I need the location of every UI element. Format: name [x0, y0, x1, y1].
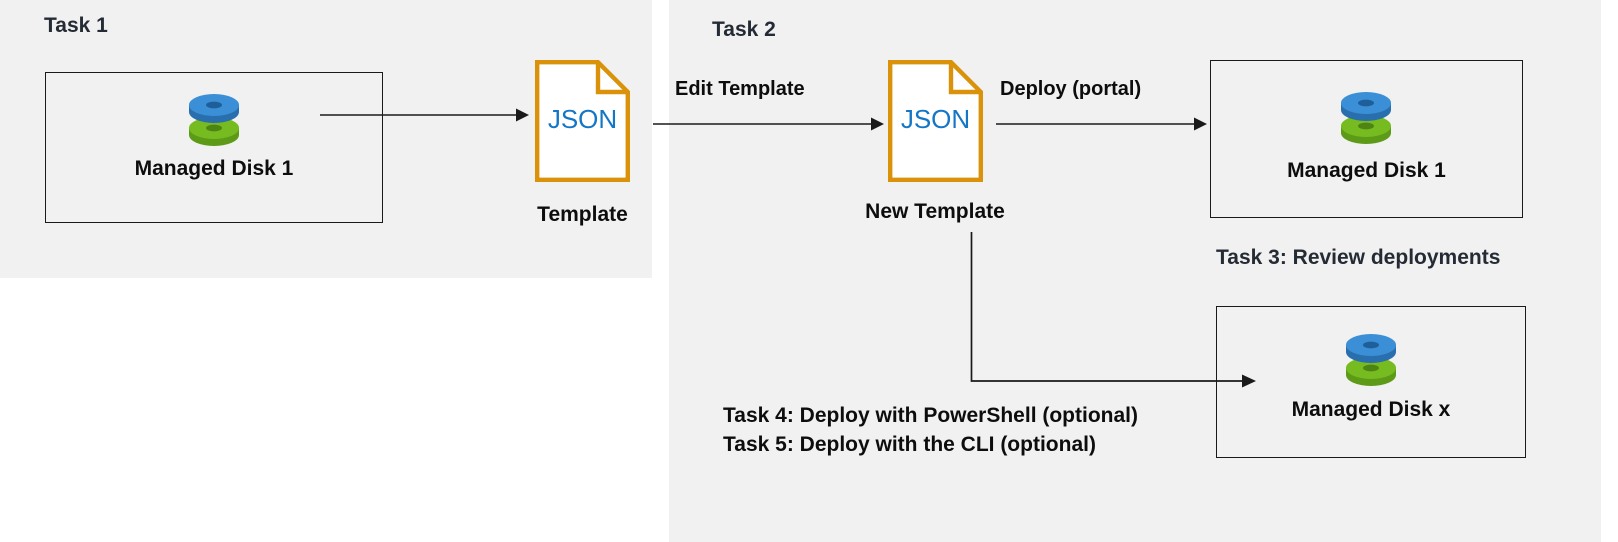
managed-disk-icon — [183, 90, 245, 148]
managed-disk-1-left-box — [45, 72, 383, 223]
managed-disk-1-left-label: Managed Disk 1 — [134, 157, 294, 180]
template-left-label: Template — [537, 203, 628, 226]
deploy-portal-arrow-label: Deploy (portal) — [1000, 78, 1142, 100]
task5-annotation: Task 5: Deploy with the CLI (optional) — [723, 433, 1096, 456]
managed-disk-x-box — [1216, 306, 1526, 458]
json-file-text-new: JSON — [900, 104, 971, 134]
managed-disk-x-label: Managed Disk x — [1291, 398, 1451, 421]
task3-annotation: Task 3: Review deployments — [1216, 246, 1501, 269]
managed-disk-icon-x — [1340, 330, 1402, 388]
task2-section-label: Task 2 — [712, 18, 776, 41]
deploy-scripted-connector — [964, 232, 1264, 397]
deploy-portal-connector — [996, 113, 1208, 135]
edit-template-arrow-label: Edit Template — [675, 78, 805, 100]
task1-section-label: Task 1 — [44, 14, 108, 37]
new-template-label: New Template — [865, 200, 1005, 223]
managed-disk-1-right-label: Managed Disk 1 — [1287, 159, 1446, 182]
task2-panel — [669, 0, 1601, 542]
json-file-icon — [535, 60, 630, 182]
export-template-connector — [320, 104, 530, 126]
managed-disk-icon-right — [1335, 88, 1397, 146]
json-file-text-left: JSON — [547, 104, 618, 134]
edit-template-connector — [653, 113, 885, 135]
json-file-icon-new — [888, 60, 983, 182]
task4-annotation: Task 4: Deploy with PowerShell (optional… — [723, 404, 1138, 427]
managed-disk-1-right-box — [1210, 60, 1523, 218]
